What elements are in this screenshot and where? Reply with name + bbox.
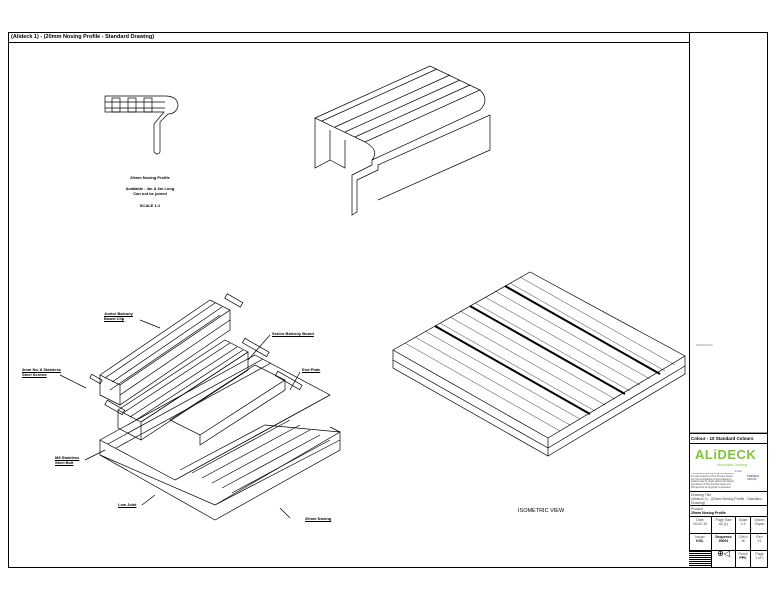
page: 1 of 1 [755,556,764,560]
nosing-3d-view [314,65,491,216]
checked: JK [740,539,746,543]
profile-title: 20mm Nosing Profile [130,175,170,180]
profile-note-1: Available - 4m & 6m Long [125,186,175,191]
issuer-label: Issuer [695,535,705,539]
title-block: Colour - 10 Standard Colours ALiDECK Alu… [689,433,768,568]
disclaimer: This drawing and the product it depicts … [691,473,735,489]
finish-label: Finish [738,552,748,556]
product-label: Product [691,507,704,511]
profile-scale: SCALE 1:1 [139,203,161,208]
page-size-label: Page Size [715,518,732,522]
drawing-title-row: Drawing Title (Alideck 1) - (20mm Nosing… [689,491,768,505]
drawing-title: (Alideck 1) - (20mm Nosing Profile - Sta… [691,497,762,505]
group-logo: PREMIER GROUP [747,475,759,481]
label-senior-board: Senior Balcony Board [272,331,314,336]
label-low-joist: Low Joist [118,502,137,507]
drawn: Shyan [754,522,765,526]
issuer: KGL [696,539,704,543]
nosing-profile-section [104,95,179,155]
date: 04-02-15 [692,522,707,526]
colour-row: Colour - 10 Standard Colours [689,433,768,443]
product-row: Product 20mm Nosing Profile [689,505,768,516]
label-screws: 4mm No. 8 Stainless Steel Screws [22,367,61,377]
rev: V1 [757,539,762,543]
scale: 1:3 [740,522,746,526]
drawing-sheet [8,32,768,568]
brand-sub: Aluminium Decking [717,463,747,467]
label-bolt: M8 Stainless Steel Bolt [55,455,80,465]
sequence-label: Sequence [715,535,732,539]
sheet-title: (Alideck 1) - (20mm Nosing Profile - Sta… [8,32,689,43]
page-label: Page [755,552,764,556]
brand-row: ALiDECK Aluminium Decking From This draw… [689,443,768,491]
date-label: Date [696,518,704,522]
isometric-label: ISOMETRIC VIEW [518,508,565,514]
label-junior-clip: Junior Balcony Board Clip [104,311,133,321]
right-column [689,32,768,568]
side-mark: 0000000000 [696,343,713,347]
exploded-view [59,293,342,521]
drawn-label: Drawn [754,518,765,522]
product-value: 20mm Nosing Profile [691,511,726,515]
drawing-title-label: Drawing Title [691,493,712,497]
checked-label: Chk'd [738,535,748,539]
isometric-view [392,271,686,457]
scale-label: Scale [738,518,748,522]
profile-note-2: Can not be joined [133,191,167,196]
page-size: A2 (L) [718,522,729,526]
projection-note-icon [689,551,712,568]
rev-label: Rev [756,535,763,539]
from-label: From [735,469,742,473]
sequence: 00001 [718,539,729,543]
brand-logo: ALiDECK [695,447,757,462]
projection-symbol-icon: ⊕◁ [712,550,736,568]
label-end-plate: End Plate [302,367,321,372]
finish: PPC [739,556,747,560]
label-nosing: 20mm Nosing [305,516,332,521]
